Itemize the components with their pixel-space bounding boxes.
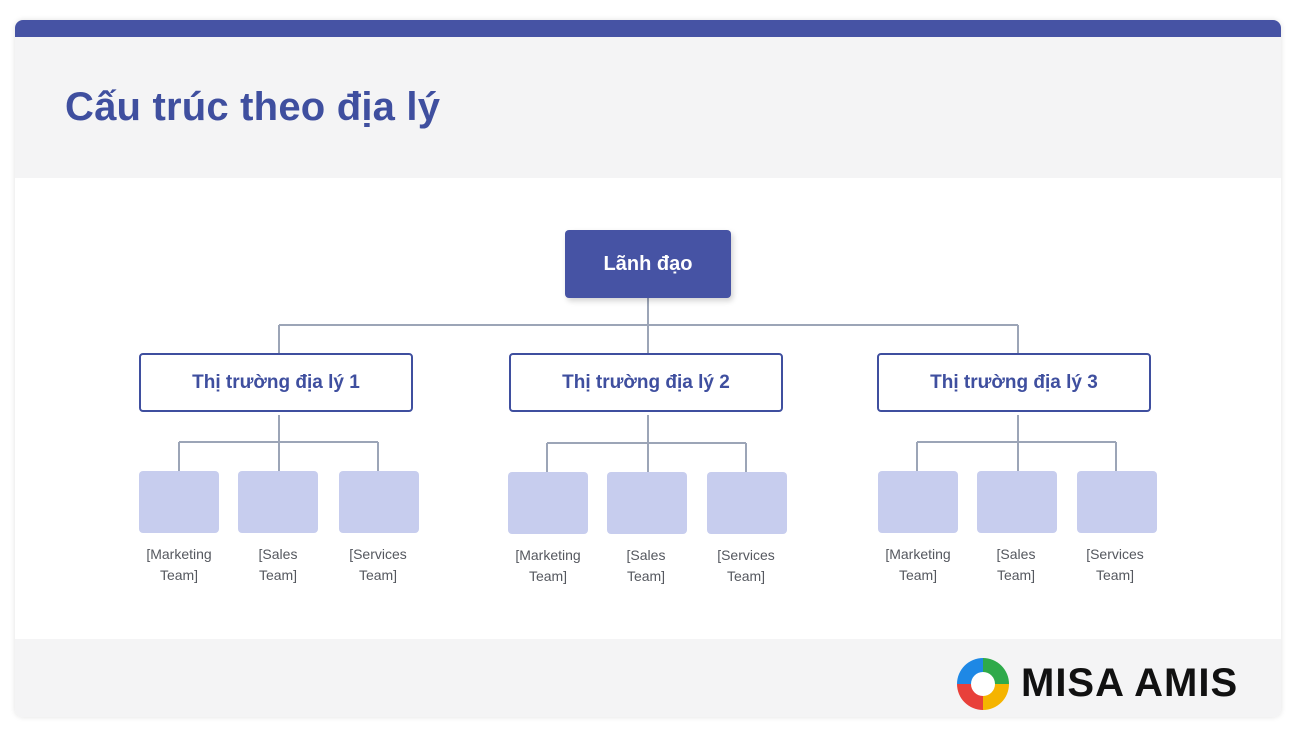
team-box-market-3-services: [1077, 471, 1157, 533]
team-box-market-2-marketing: [508, 472, 588, 534]
header-band: [15, 37, 1281, 178]
team-box-market-1-marketing: [139, 471, 219, 533]
diagram-card: Cấu trúc theo địa lý: [15, 20, 1281, 717]
misa-amis-logo: MISA AMIS: [955, 656, 1245, 712]
footer-band: [15, 639, 1281, 717]
team-box-market-3-sales: [977, 471, 1057, 533]
top-accent-bar: [15, 20, 1281, 37]
team-box-market-1-services: [339, 471, 419, 533]
team-box-market-1-sales: [238, 471, 318, 533]
team-box-market-2-services: [707, 472, 787, 534]
team-box-market-2-sales: [607, 472, 687, 534]
diagram-title: Cấu trúc theo địa lý: [65, 85, 441, 129]
connector-lines: [178, 298, 1117, 472]
team-box-market-3-marketing: [878, 471, 958, 533]
market-node-1: Thị trường địa lý 1: [139, 353, 413, 412]
logo-text: MISA AMIS: [1021, 661, 1239, 705]
market-node-3: Thị trường địa lý 3: [877, 353, 1151, 412]
misa-swirl-logo-icon: [957, 658, 1009, 710]
root-node-leadership: Lãnh đạo: [565, 230, 731, 298]
market-node-2: Thị trường địa lý 2: [509, 353, 783, 412]
